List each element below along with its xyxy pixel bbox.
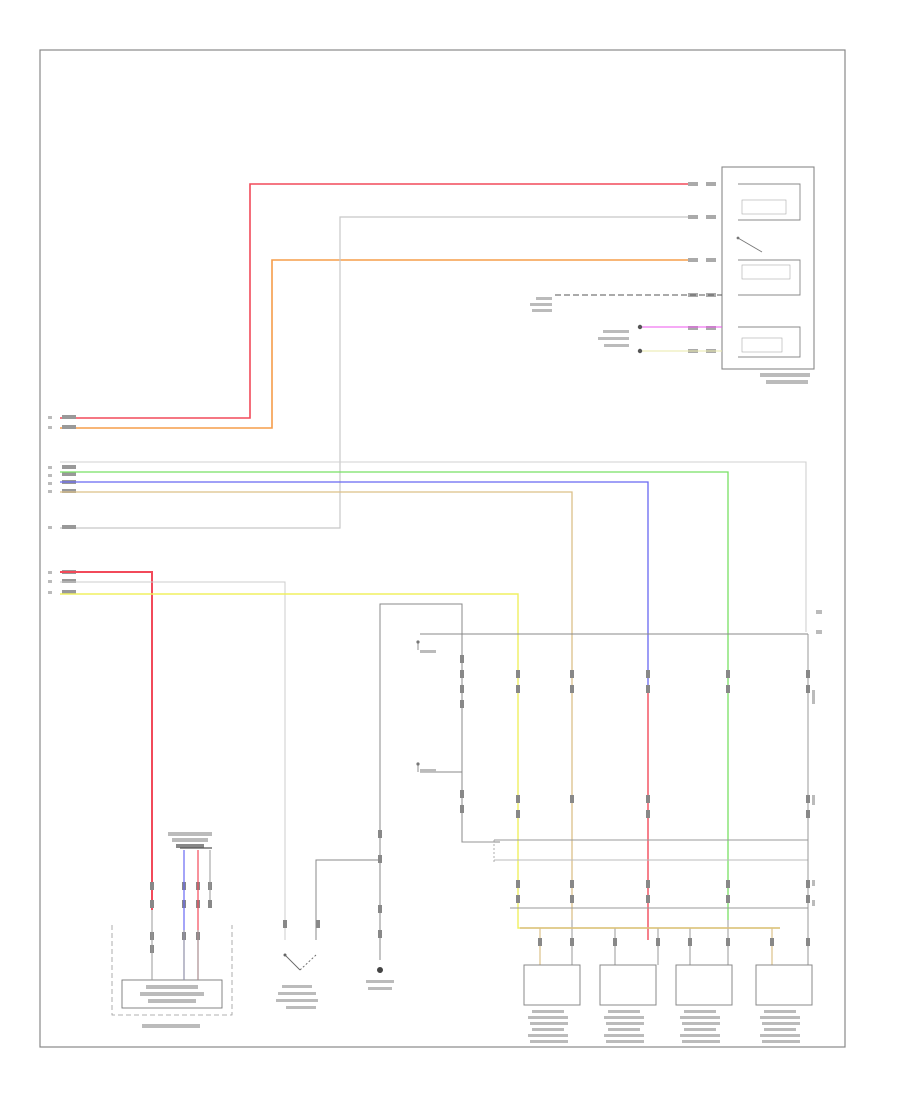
module-3 bbox=[675, 964, 733, 1043]
wire-green bbox=[60, 471, 729, 920]
wire-white-top bbox=[60, 216, 690, 529]
ground-label-left bbox=[530, 297, 552, 312]
connector-top bbox=[168, 832, 212, 849]
occupancy-sensor bbox=[111, 850, 233, 1028]
page-frame bbox=[39, 49, 846, 1048]
module-2 bbox=[599, 964, 657, 1043]
ground-label-right bbox=[598, 330, 629, 347]
wire-white-right bbox=[60, 461, 807, 632]
wire-red-top bbox=[60, 183, 690, 419]
seat-switch bbox=[276, 859, 380, 1009]
module-1 bbox=[523, 964, 581, 1043]
module-4 bbox=[755, 964, 813, 1043]
right-edge-labels bbox=[812, 610, 822, 906]
wire-orange-top bbox=[60, 259, 690, 429]
wire-blue bbox=[60, 481, 649, 690]
gray-contacts bbox=[416, 640, 436, 772]
wire-white-seat bbox=[60, 581, 286, 940]
wire-tan bbox=[60, 491, 573, 920]
wire-red-bottom bbox=[60, 571, 153, 910]
ground-bottom bbox=[366, 967, 394, 990]
